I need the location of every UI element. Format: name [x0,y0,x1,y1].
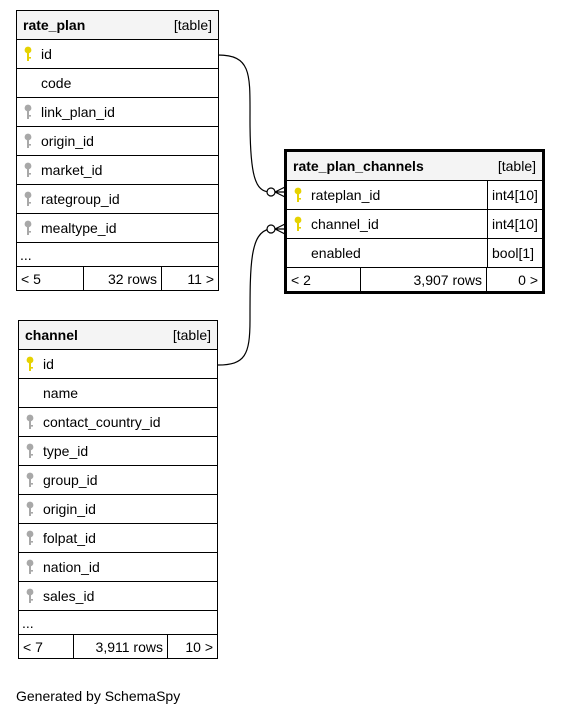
column-row[interactable]: origin_id [17,127,218,156]
row-count: 3,911 rows [74,635,168,658]
column-name: sales_id [43,588,95,604]
table-kind: [table] [497,158,536,174]
foreign-key-icon [17,162,39,178]
column-row[interactable]: group_id [19,466,217,495]
parents-count[interactable]: < 7 [19,635,74,658]
foreign-key-icon [19,501,41,517]
column-row[interactable]: id [17,40,218,69]
column-row[interactable]: enabled bool[1] [287,239,542,268]
link-optional-marker [266,187,276,197]
row-count: 3,907 rows [361,268,487,291]
parents-count[interactable]: < 5 [17,267,84,290]
column-name: type_id [43,443,89,459]
foreign-key-icon [17,220,39,236]
column-name: group_id [43,472,98,488]
column-type: int4[10] [487,210,542,238]
foreign-key-icon [19,443,41,459]
column-row[interactable]: rateplan_id int4[10] [287,181,542,210]
column-name: name [43,385,79,401]
column-row[interactable]: sales_id [19,582,217,611]
more-columns: ... [17,243,218,267]
column-name: rategroup_id [41,191,120,207]
foreign-key-icon [19,414,41,430]
column-type: bool[1] [487,239,542,267]
primary-key-icon [17,46,39,62]
foreign-key-icon [19,559,41,575]
parents-count[interactable]: < 2 [287,268,361,291]
column-name: origin_id [43,501,96,517]
column-row[interactable]: channel_id int4[10] [287,210,542,239]
table-header: channel [table] [19,321,217,350]
primary-key-icon [287,187,309,203]
column-row[interactable]: code [17,69,218,98]
column-name: contact_country_id [43,414,161,430]
table-header: rate_plan [table] [17,11,218,40]
column-row[interactable]: name [19,379,217,408]
column-type: int4[10] [487,181,542,209]
foreign-key-icon [17,191,39,207]
column-name: origin_id [41,133,94,149]
children-count[interactable]: 10 > [185,638,213,655]
column-row[interactable]: nation_id [19,553,217,582]
column-name: market_id [41,162,103,178]
children-count[interactable]: 11 > [187,270,214,287]
column-name: mealtype_id [41,220,117,236]
generated-by-credit: Generated by SchemaSpy [16,688,181,704]
column-row[interactable]: id [19,350,217,379]
foreign-key-icon [17,104,39,120]
foreign-key-icon [19,472,41,488]
table-footer: < 2 3,907 rows 0 > [287,268,542,291]
link-channel-to-channel-id [217,228,271,366]
column-row[interactable]: contact_country_id [19,408,217,437]
column-name: id [41,46,52,62]
foreign-key-icon [19,588,41,604]
column-name: nation_id [43,559,100,575]
table-footer: < 7 3,911 rows 10 > [19,635,217,658]
column-name: id [43,356,54,372]
column-row[interactable]: market_id [17,156,218,185]
foreign-key-icon [19,530,41,546]
table-header: rate_plan_channels [table] [287,152,542,181]
table-footer: < 5 32 rows 11 > [17,267,218,290]
column-name: code [41,75,72,91]
column-row[interactable]: link_plan_id [17,98,218,127]
table-name: rate_plan [23,17,86,33]
table-name: rate_plan_channels [293,158,424,174]
row-count: 32 rows [84,267,162,290]
column-name: enabled [311,245,361,261]
table-kind: [table] [173,17,212,33]
table-channel[interactable]: channel [table] id name contact_country_id… [18,320,218,659]
column-row[interactable]: origin_id [19,495,217,524]
column-row[interactable]: folpat_id [19,524,217,553]
table-kind: [table] [172,327,211,343]
more-columns: ... [19,611,217,635]
primary-key-icon [287,216,309,232]
children-count[interactable]: 0 > [518,271,538,288]
column-name: folpat_id [43,530,96,546]
foreign-key-icon [17,133,39,149]
link-rate-plan-to-rateplan-id [217,54,271,193]
primary-key-icon [19,356,41,372]
column-row[interactable]: type_id [19,437,217,466]
column-name: link_plan_id [41,104,115,120]
link-optional-marker [266,224,276,234]
column-row[interactable]: rategroup_id [17,185,218,214]
table-name: channel [25,327,78,343]
column-name: rateplan_id [311,187,381,203]
column-name: channel_id [311,216,379,232]
column-row[interactable]: mealtype_id [17,214,218,243]
